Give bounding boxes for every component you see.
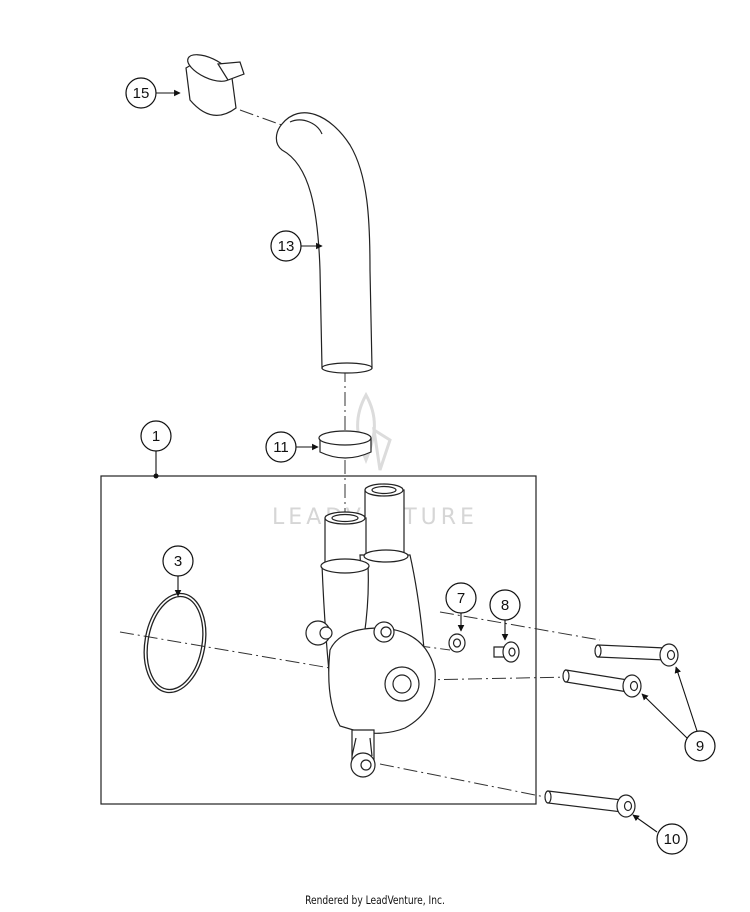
callout-label: 1 bbox=[152, 428, 160, 445]
bolt-upper bbox=[594, 643, 679, 667]
washer bbox=[448, 633, 466, 653]
hose-clamp-middle bbox=[318, 430, 372, 459]
watermark-flame-icon bbox=[356, 391, 392, 471]
callout-7: 7 bbox=[445, 582, 477, 632]
hose-clamp-top bbox=[185, 54, 245, 116]
footer-credit: Rendered by LeadVenture, Inc. bbox=[305, 893, 445, 907]
callout-label: 8 bbox=[501, 597, 509, 614]
hose bbox=[275, 112, 373, 374]
callout-label: 15 bbox=[133, 85, 150, 102]
callout-3: 3 bbox=[162, 545, 194, 597]
callout-13: 13 bbox=[270, 230, 323, 262]
bolt-bottom bbox=[544, 790, 636, 818]
callout-10: 10 bbox=[632, 814, 688, 855]
water-pump-cover bbox=[305, 483, 436, 778]
callout-label: 10 bbox=[664, 831, 681, 848]
callout-9: 9 bbox=[641, 666, 716, 762]
callout-label: 9 bbox=[696, 738, 704, 755]
callout-label: 7 bbox=[457, 590, 465, 607]
callout-15: 15 bbox=[125, 77, 181, 109]
assembly-box bbox=[100, 475, 537, 805]
callout-label: 13 bbox=[278, 238, 295, 255]
callout-11: 11 bbox=[265, 431, 319, 463]
o-ring bbox=[143, 592, 207, 694]
callout-8: 8 bbox=[489, 589, 521, 641]
screw-plug bbox=[493, 641, 520, 663]
callout-label: 3 bbox=[174, 553, 182, 570]
callout-1: 1 bbox=[140, 420, 172, 479]
callout-label: 11 bbox=[273, 439, 289, 456]
bolt-lower bbox=[562, 669, 642, 698]
